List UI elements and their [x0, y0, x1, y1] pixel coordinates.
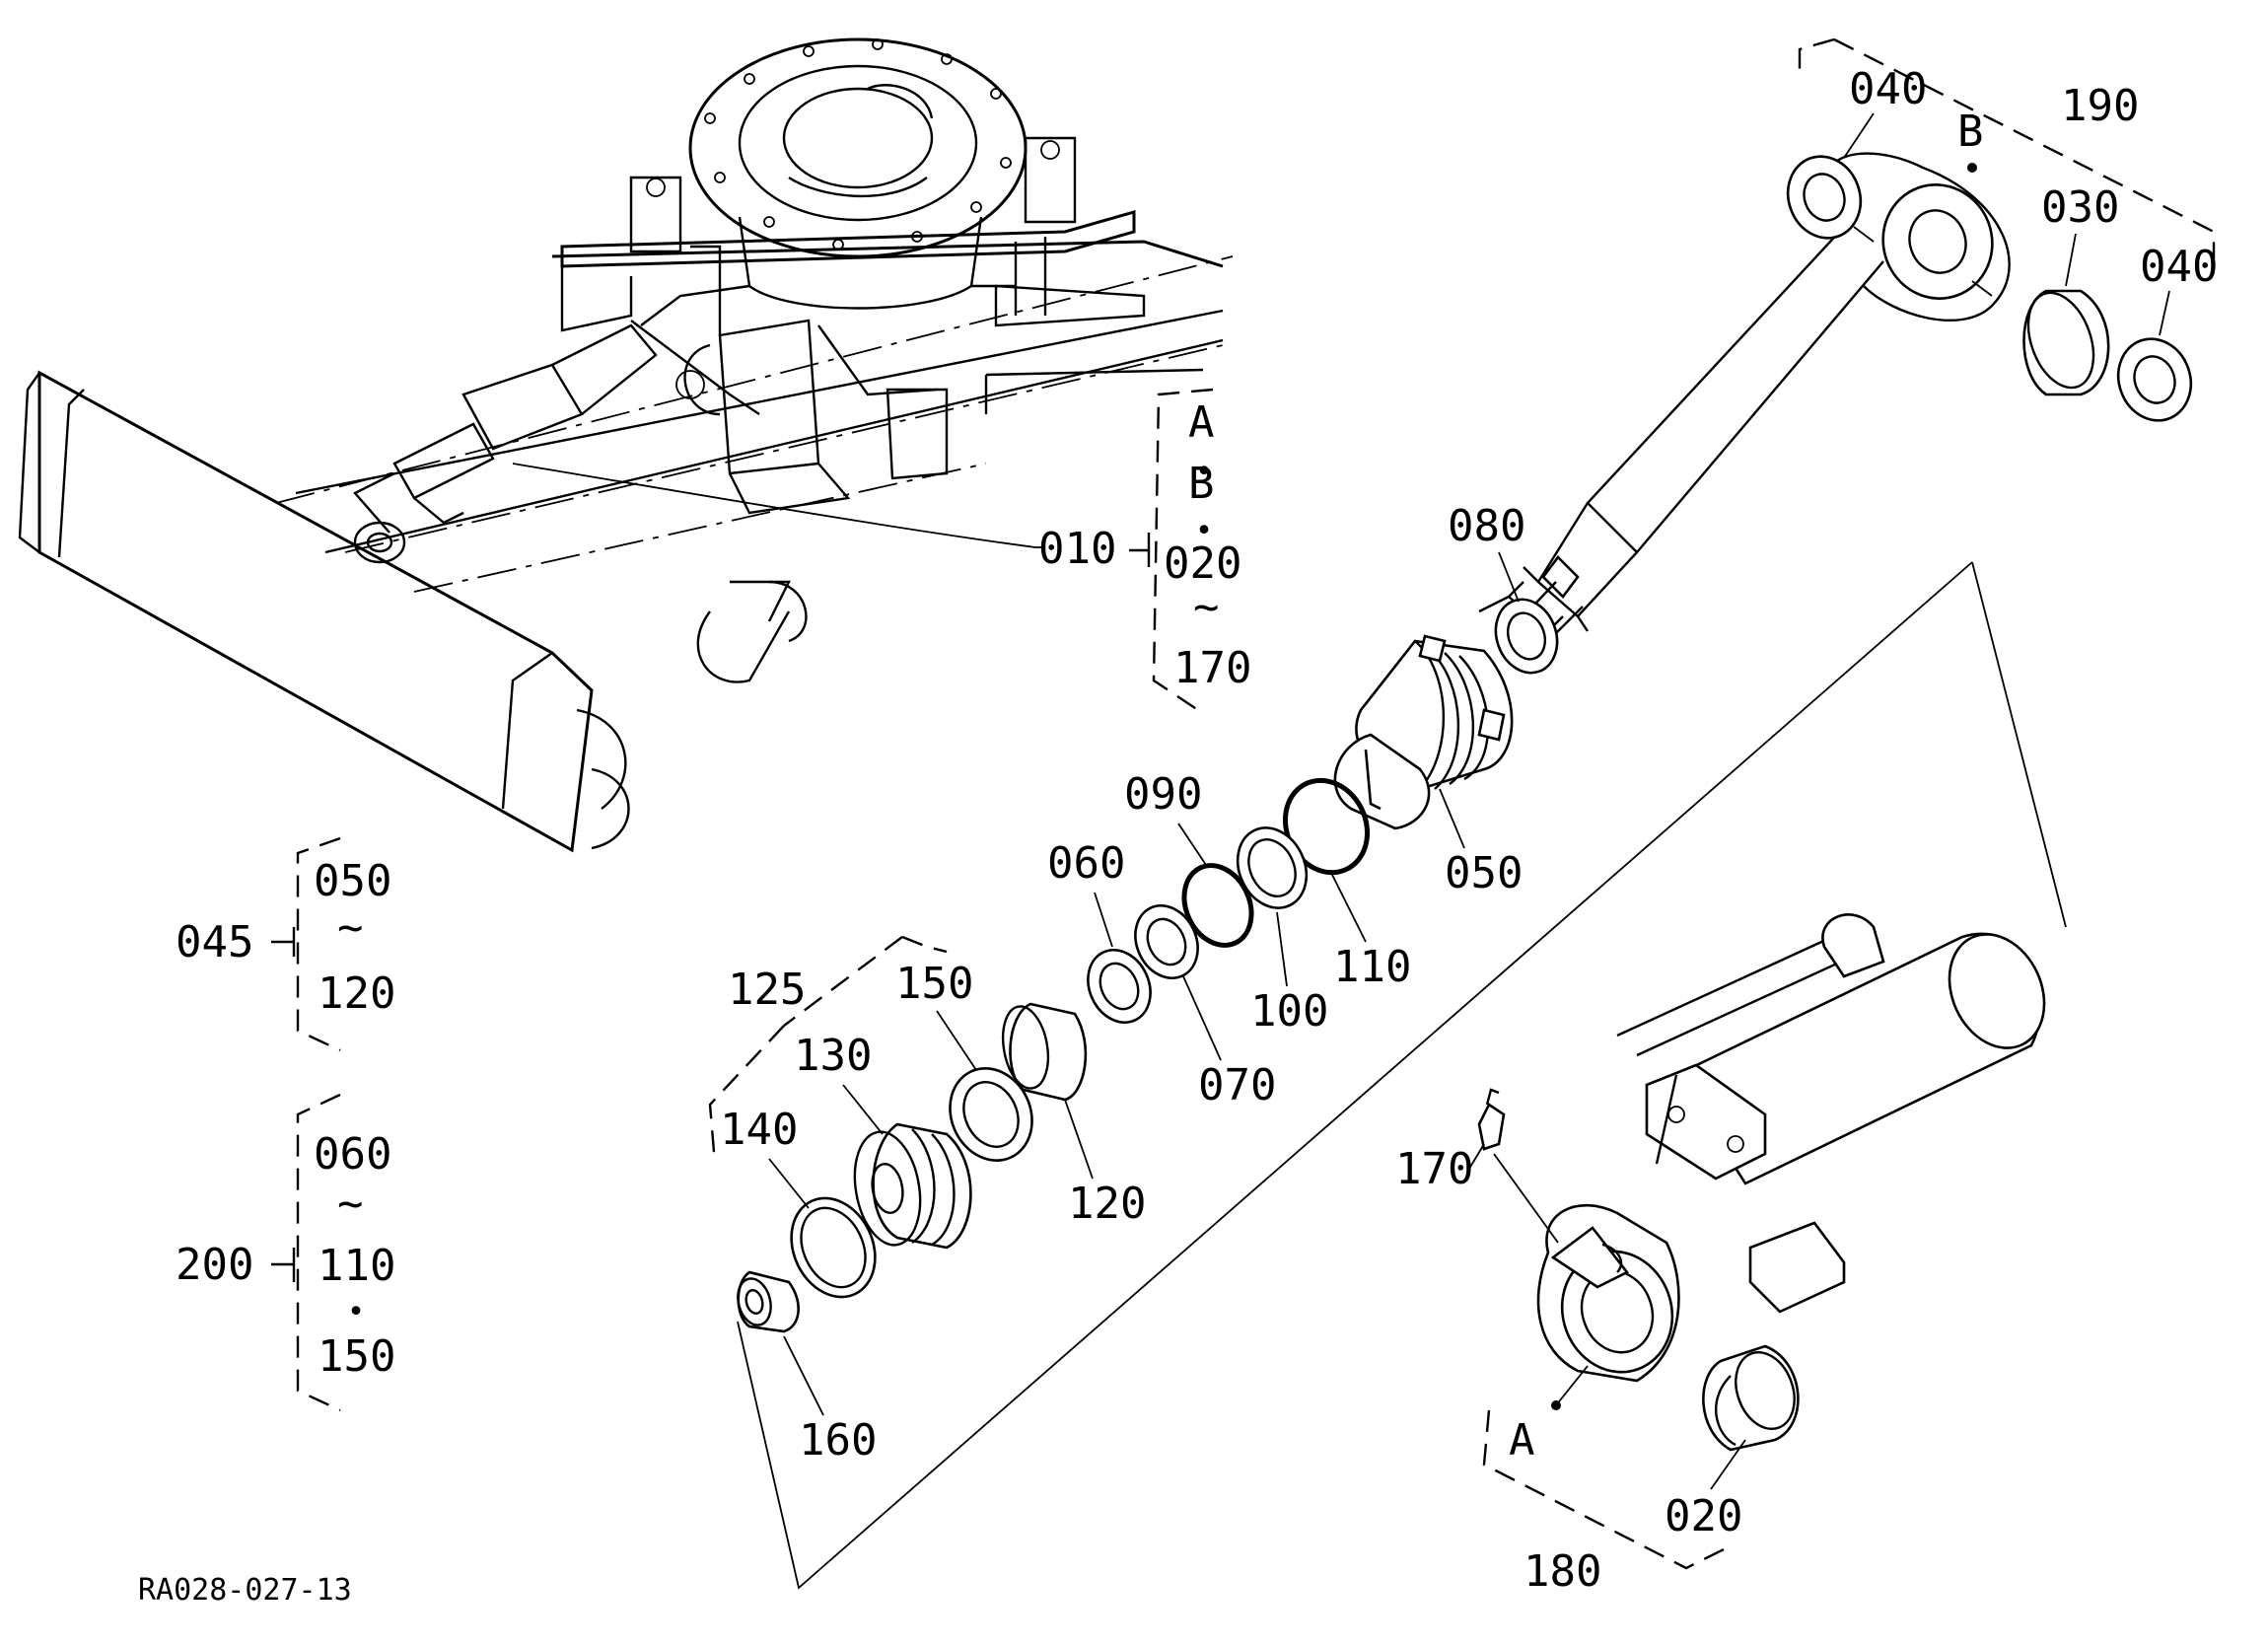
callout-140: 140 [720, 1105, 798, 1155]
drawing-id: RA028-027-13 [138, 1573, 352, 1608]
callout-045: 045 [176, 917, 253, 967]
cylinder-tube-180: 170 020 A 180 [1395, 913, 2046, 1597]
callout-170: 170 [1395, 1144, 1473, 1194]
label-a-ref: A [1188, 397, 1215, 448]
callout-110-range: 110 [318, 1241, 395, 1291]
bracket-200-group: 200 060 ~ 110 • 150 [176, 1093, 395, 1412]
callout-020-range: 020 [1164, 538, 1241, 589]
callout-180: 180 [1524, 1546, 1601, 1597]
frame-assembly [18, 37, 1234, 853]
callout-080: 080 [1448, 501, 1525, 551]
bracket-010-group: A • B • 020 ~ 170 010 [1038, 388, 1251, 711]
dot-1: • [1195, 455, 1213, 489]
callout-110: 110 [1333, 942, 1411, 992]
callout-010: 010 [1038, 524, 1116, 574]
callout-160: 160 [799, 1415, 877, 1466]
callout-100: 100 [1250, 986, 1328, 1037]
marker-b: B [1957, 107, 1984, 157]
callout-150-range: 150 [318, 1331, 395, 1382]
callout-125: 125 [728, 965, 806, 1015]
marker-a: A [1509, 1415, 1535, 1466]
label-b-ref: B [1188, 459, 1215, 509]
callout-060: 060 [1047, 838, 1125, 889]
piston-rod-190: 040 190 B 030 040 [1478, 37, 2218, 652]
piston-125-group: 125 150 130 140 160 [708, 935, 1033, 1466]
callout-040-top: 040 [1849, 64, 1927, 114]
callout-070: 070 [1198, 1060, 1276, 1110]
callout-200: 200 [176, 1240, 253, 1290]
dozer-blade [18, 370, 630, 853]
dot-3: • [347, 1295, 365, 1329]
callout-050-range: 050 [314, 856, 391, 906]
leader-010 [512, 463, 1045, 548]
callout-150: 150 [895, 959, 973, 1009]
chassis-frame [275, 240, 1234, 593]
cylinder-head-050 [1333, 634, 1514, 830]
assembly-cylinder [353, 323, 658, 564]
swivel-bracket [640, 37, 1028, 326]
seal-kit-parts: 080 050 110 100 090 070 [1001, 501, 1559, 1229]
callout-040-right: 040 [2140, 242, 2218, 292]
dot-2: • [1195, 514, 1213, 548]
callout-020: 020 [1665, 1491, 1742, 1541]
callout-090: 090 [1124, 769, 1202, 820]
bracket-045-group: 045 050 ~ 120 [176, 836, 395, 1052]
callout-030: 030 [2041, 182, 2119, 233]
tilde-2: ~ [337, 902, 364, 953]
callout-190: 190 [2061, 81, 2139, 131]
tilde-1: ~ [1193, 582, 1220, 632]
tilde-3: ~ [337, 1179, 364, 1229]
boom-frame [560, 136, 1136, 683]
callout-060-range: 060 [314, 1129, 391, 1180]
callout-130: 130 [794, 1031, 872, 1081]
callout-050: 050 [1445, 848, 1523, 898]
envelope-lines [737, 561, 2067, 1590]
callout-120-range: 120 [318, 968, 395, 1019]
callout-170-range: 170 [1173, 643, 1251, 693]
marker-b-dot [1967, 163, 1977, 173]
callout-120: 120 [1068, 1179, 1146, 1229]
